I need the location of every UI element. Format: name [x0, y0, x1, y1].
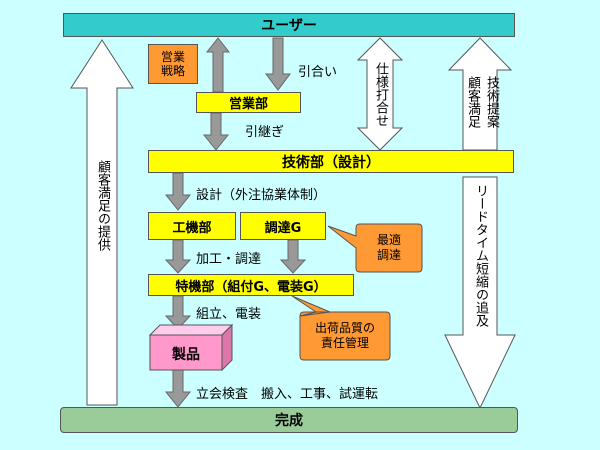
tech-dept-box: 技術部（設計） — [148, 150, 514, 173]
engineering-dept-box: 工機部 — [148, 212, 236, 240]
special-machinery-label: 特機部（組付G、電装G） — [175, 279, 327, 295]
inspection-down-arrow — [164, 369, 192, 408]
handover-down-arrow — [202, 112, 230, 151]
lead-time-down-arrow — [444, 176, 516, 410]
assembly-down-arrow — [164, 295, 192, 330]
sales-dept-label: 営業部 — [228, 97, 268, 112]
spec-negotiation-label: 仕様打合せ — [373, 62, 388, 127]
complete-bar: 完成 — [60, 407, 518, 433]
sales-dept-box: 営業部 — [196, 92, 301, 113]
customer-satisfaction-provision-label: 顧客満足の提供 — [95, 160, 110, 251]
procurement-box: 調達G — [240, 212, 326, 240]
user-label: ユーザー — [261, 18, 317, 34]
sales-strategy-label: 営業 戦略 — [160, 50, 185, 78]
complete-label: 完成 — [275, 413, 303, 429]
customer-satisfaction-label: 顧客満足 — [465, 76, 480, 128]
handover-label: 引継ぎ — [245, 125, 285, 140]
processing-down-arrow-1 — [164, 239, 192, 274]
user-bar: ユーザー — [63, 13, 515, 37]
assembly-label: 組立、電装 — [196, 307, 262, 322]
design-down-arrow — [164, 172, 192, 211]
product-box-top — [148, 324, 234, 336]
customer-satisfaction-up-arrow — [70, 39, 134, 406]
engineering-dept-label: 工機部 — [172, 220, 212, 236]
callout-quality-text: 出荷品質の 責任管理 — [314, 321, 375, 350]
inquiry-down-arrow — [265, 37, 291, 91]
design-label: 設計（外注協業体制） — [196, 188, 327, 203]
callout-optimal-shape — [327, 223, 423, 273]
inquiry-label: 引合い — [298, 65, 338, 80]
procurement-label: 調達G — [264, 220, 302, 236]
tech-proposal-label: 技術提案 — [484, 76, 499, 128]
tech-proposal-up-arrow — [447, 37, 513, 151]
product-box-front — [149, 334, 223, 371]
product-label: 製品 — [172, 347, 200, 363]
callout-quality-shape — [291, 295, 391, 361]
sales-up-arrow — [205, 37, 231, 93]
processing-down-arrow-2 — [279, 239, 307, 274]
callout-optimal-text: 最適 調達 — [376, 233, 401, 262]
processing-label: 加工・調達 — [196, 252, 262, 267]
lead-time-label: リードタイム短縮の追及 — [473, 184, 488, 327]
tech-dept-label: 技術部（設計） — [282, 154, 380, 171]
sales-strategy-box: 営業 戦略 — [148, 44, 198, 84]
inspection-label: 立会検査 搬入、工事、試運転 — [196, 387, 379, 402]
special-machinery-box: 特機部（組付G、電装G） — [148, 274, 354, 296]
